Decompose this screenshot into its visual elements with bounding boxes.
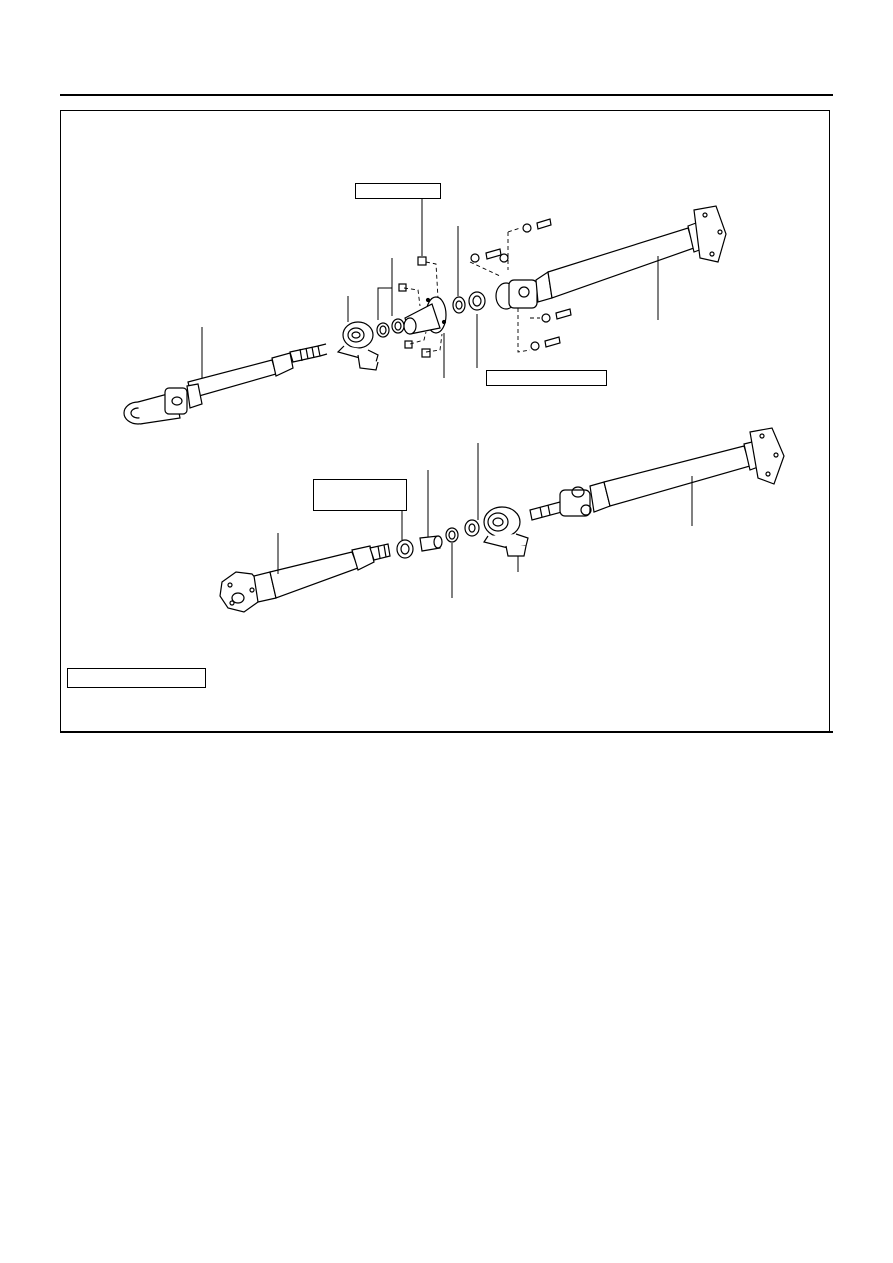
lower-front-flange xyxy=(219,571,277,613)
upper-front-shaft xyxy=(187,343,328,399)
lower-rear-shaft xyxy=(529,427,785,521)
upper-lock-nut xyxy=(452,291,486,314)
upper-nuts xyxy=(398,256,431,358)
upper-leader-lines xyxy=(201,199,659,378)
lower-leader-lines xyxy=(277,443,693,598)
upper-rear-shaft xyxy=(547,205,727,299)
legend-box xyxy=(67,668,206,688)
upper-center-bearing xyxy=(336,321,379,371)
upper-assembly-dashes xyxy=(403,227,540,353)
page-header-rule xyxy=(60,94,833,96)
upper-joint-bolts xyxy=(470,218,572,351)
lower-front-shaft xyxy=(269,543,391,599)
lower-hardware xyxy=(396,519,480,559)
lower-center-bearing xyxy=(483,506,529,557)
upper-left-universal-joint xyxy=(123,383,203,425)
figure-frame-bottom-rule xyxy=(60,731,833,733)
upper-right-universal-joint xyxy=(495,270,553,310)
torque-spec-box-right xyxy=(486,370,607,386)
upper-flange xyxy=(403,296,447,335)
torque-spec-box-top xyxy=(355,183,441,199)
torque-spec-box-lower xyxy=(313,479,407,511)
upper-washers xyxy=(376,318,405,338)
